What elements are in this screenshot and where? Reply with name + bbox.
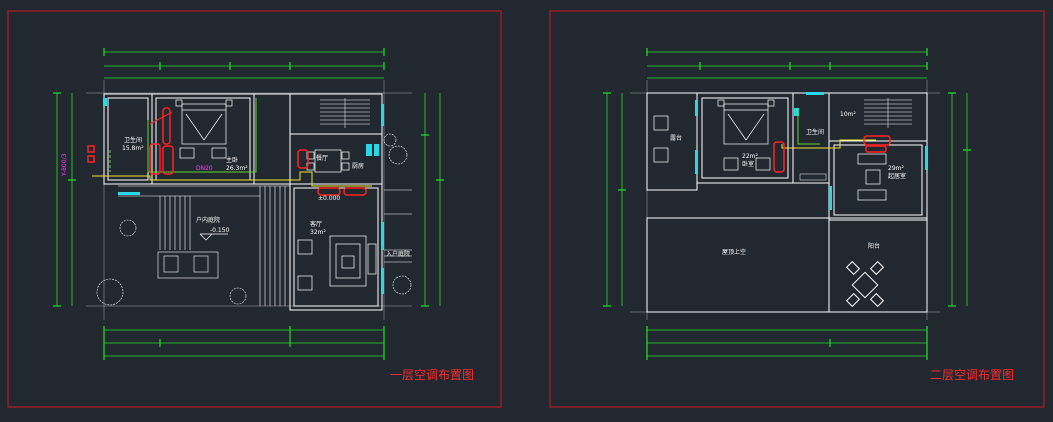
terrace-chairs-right — [653, 115, 887, 201]
label-floor-level: ±0.000 — [318, 195, 341, 202]
label-area-living: 32m² — [310, 229, 326, 236]
sofa-set-left — [297, 235, 377, 291]
label-area-bath: 15.8m² — [122, 145, 144, 152]
label-living: 客厅 — [310, 221, 323, 228]
second-floor-plan — [549, 10, 1045, 408]
label-level: -0.150 — [210, 227, 230, 234]
dimension-lines-left — [53, 48, 444, 360]
ac-units-right — [773, 135, 891, 173]
second-floor-title: 二层空调布置图 — [930, 368, 1015, 382]
label-bedroom-2f: 卧室 — [742, 161, 755, 168]
walls-right — [646, 92, 928, 313]
label-area-bed-2f: 22m² — [742, 153, 758, 160]
label-kitchen: 厨房 — [352, 163, 365, 170]
bed-furniture-left — [175, 99, 233, 159]
garden-patio-left — [118, 185, 290, 306]
label-roof: 屋顶上空 — [722, 249, 747, 256]
label-wc-2f: 卫生间 — [806, 129, 825, 136]
ac-pipes-left — [92, 98, 372, 187]
sheet-frame-left — [7, 10, 502, 408]
dimension-lines-right — [603, 48, 971, 360]
label-side-tag: Y-800/3 — [61, 153, 68, 176]
level-marker-left — [199, 233, 228, 241]
label-area-bed: 26.3m² — [226, 165, 248, 172]
outdoor-table-right — [845, 260, 885, 308]
label-dining: 餐厅 — [316, 155, 329, 162]
label-pipe-tag: DN20 — [196, 165, 213, 172]
windows-left — [103, 98, 384, 294]
label-entrance: 入户庭院 — [386, 251, 411, 258]
walls-left — [103, 93, 383, 311]
label-wc: 卫生间 — [124, 137, 143, 144]
label-balcony: 阳台 — [868, 243, 881, 250]
roof-hatch-right — [799, 173, 827, 181]
label-garden: 户内庭院 — [196, 217, 221, 224]
entrance-steps-left — [384, 189, 412, 263]
first-floor-plan — [7, 10, 502, 408]
windows-right — [695, 92, 928, 210]
label-area-study: 29m² — [888, 165, 904, 172]
ac-units-left — [87, 107, 367, 196]
stairs-right — [864, 98, 912, 128]
ac-pipes-right — [781, 110, 876, 149]
bed-furniture-right — [717, 99, 775, 171]
sheet-frame-right — [549, 10, 1045, 408]
stairs-left — [320, 98, 370, 128]
first-floor-title: 一层空调布置图 — [390, 368, 475, 382]
label-study: 起居室 — [888, 173, 907, 180]
label-area-small: 10m² — [840, 111, 856, 118]
trees-left — [96, 133, 412, 306]
label-bedroom: 主卧 — [226, 157, 239, 164]
label-terrace: 露台 — [670, 135, 683, 142]
